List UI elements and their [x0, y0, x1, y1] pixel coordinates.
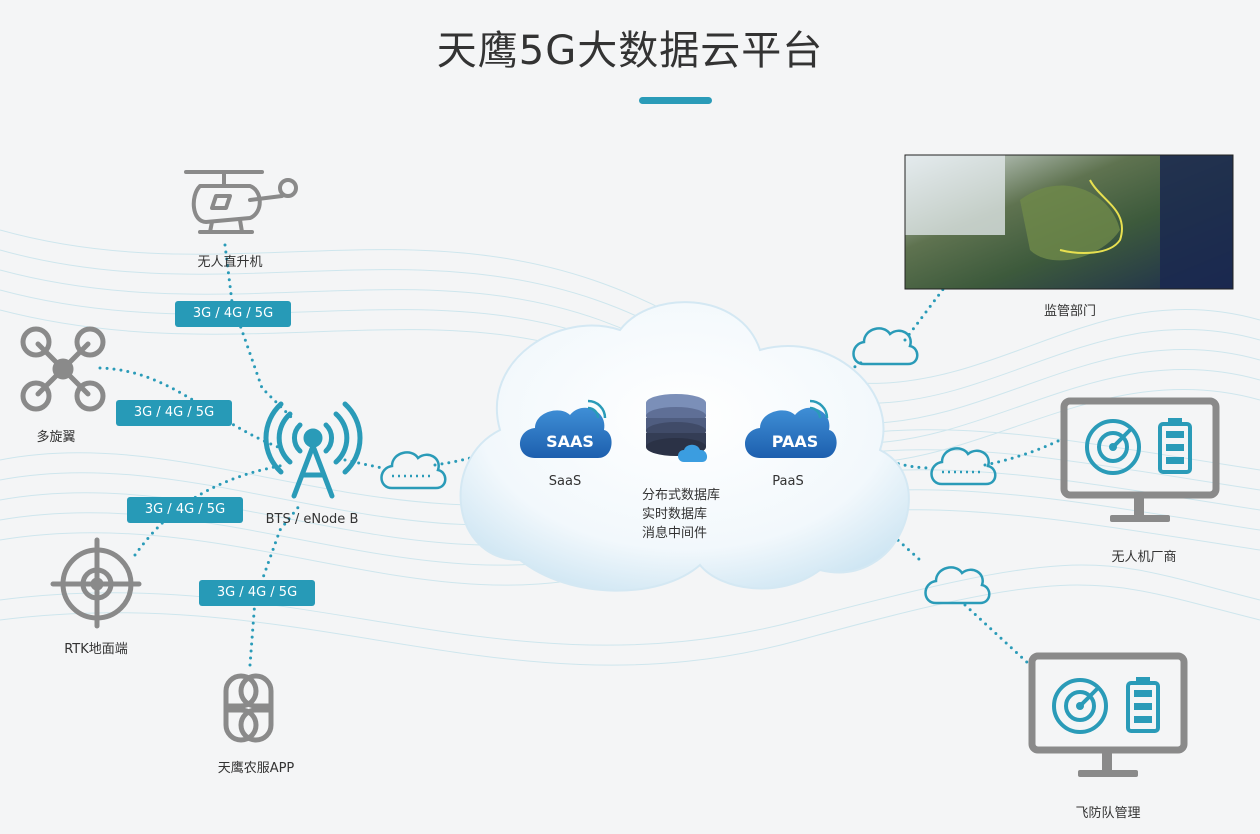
vendor-label: 无人机厂商	[1111, 550, 1177, 565]
paas-cloud-badge	[745, 399, 837, 458]
monitor-radar-icon	[1028, 652, 1188, 777]
tower-icon	[263, 401, 363, 499]
paas-label: PaaS	[772, 474, 804, 489]
bts-label: BTS / eNode B	[265, 512, 359, 527]
page-title: 天鹰5G大数据云平台	[436, 28, 824, 74]
database-services: 分布式数据库 实时数据库 消息中间件	[642, 486, 720, 543]
saas-badge-text: SAAS	[546, 432, 594, 451]
helicopter-label: 无人直升机	[197, 255, 263, 270]
rtk-label: RTK地面端	[64, 642, 128, 657]
map-image	[904, 154, 1234, 290]
paas-badge-text: PAAS	[771, 432, 819, 451]
team-label: 飞防队管理	[1075, 806, 1141, 821]
cloud-icon	[380, 451, 447, 490]
helicopter-icon	[184, 170, 298, 234]
saas-cloud-badge	[520, 399, 612, 458]
network-badge: 3G / 4G / 5G	[127, 497, 243, 523]
monitor-radar-icon	[1060, 397, 1220, 522]
app-icon	[223, 673, 274, 743]
db-line-distributed: 分布式数据库	[642, 488, 721, 503]
database-icon	[646, 394, 708, 462]
crosshair-icon	[50, 537, 142, 629]
cloud-icon	[924, 566, 991, 605]
regulator-label: 监管部门	[1043, 304, 1096, 319]
drone-icon	[20, 326, 106, 412]
multirotor-label: 多旋翼	[36, 430, 76, 445]
title-underline	[639, 97, 712, 104]
cloud-icon	[930, 447, 997, 486]
db-line-middleware: 消息中间件	[642, 526, 708, 541]
network-badge: 3G / 4G / 5G	[199, 580, 315, 606]
cloud-icon	[852, 327, 919, 366]
db-line-realtime: 实时数据库	[642, 507, 708, 522]
network-badge: 3G / 4G / 5G	[116, 400, 232, 426]
saas-label: SaaS	[548, 474, 582, 489]
network-badge: 3G / 4G / 5G	[175, 301, 291, 327]
app-label: 天鹰农服APP	[217, 761, 295, 776]
